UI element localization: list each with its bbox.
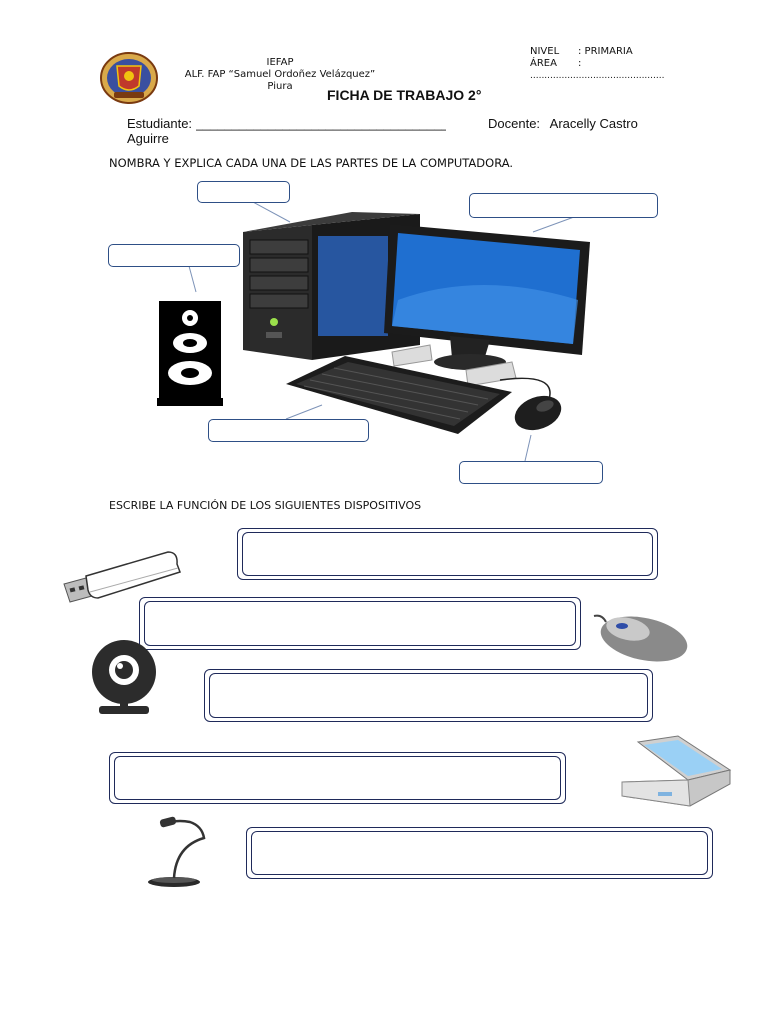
school-logo-icon bbox=[100, 52, 158, 104]
label-box-case[interactable] bbox=[197, 181, 290, 203]
student-name-line[interactable]: ____________________________________ bbox=[195, 116, 446, 131]
webcam-icon bbox=[90, 640, 160, 716]
mouse-icon bbox=[592, 612, 690, 662]
student-label: Estudiante: bbox=[127, 116, 193, 131]
school-short-name: IEFAP bbox=[266, 57, 294, 68]
label-box-speaker[interactable] bbox=[108, 244, 240, 267]
teacher-label: Docente: bbox=[488, 116, 541, 131]
mouse-function-box[interactable] bbox=[139, 597, 581, 650]
teacher-name-2: Aguirre bbox=[127, 131, 169, 146]
label-box-mouse[interactable] bbox=[459, 461, 603, 484]
label-box-keyboard[interactable] bbox=[208, 419, 369, 442]
page-title: FICHA DE TRABAJO 2° bbox=[327, 87, 482, 103]
section1-instruction: NOMBRA Y EXPLICA CADA UNA DE LAS PARTES … bbox=[109, 156, 514, 170]
nivel-label: NIVEL bbox=[530, 46, 560, 57]
label-box-monitor[interactable] bbox=[469, 193, 658, 218]
usb-drive-icon bbox=[60, 548, 182, 604]
school-full-name: ALF. FAP “Samuel Ordoñez Velázquez” bbox=[184, 69, 376, 80]
microphone-function-box[interactable] bbox=[246, 827, 713, 879]
teacher-name-1: Aracelly Castro bbox=[549, 116, 638, 131]
area-label: ÁREA bbox=[530, 58, 557, 69]
scanner-function-box[interactable] bbox=[109, 752, 566, 804]
area-value: : bbox=[578, 58, 582, 69]
school-city: Piura bbox=[267, 81, 293, 92]
usb-function-box[interactable] bbox=[237, 528, 658, 580]
section2-instruction: ESCRIBE LA FUNCIÓN DE LOS SIGUIENTES DIS… bbox=[109, 499, 422, 512]
webcam-function-box[interactable] bbox=[204, 669, 653, 722]
area-dots: ........................................… bbox=[530, 71, 665, 81]
microphone-icon bbox=[146, 816, 206, 888]
scanner-icon bbox=[618, 735, 734, 810]
nivel-value: : PRIMARIA bbox=[578, 46, 633, 57]
